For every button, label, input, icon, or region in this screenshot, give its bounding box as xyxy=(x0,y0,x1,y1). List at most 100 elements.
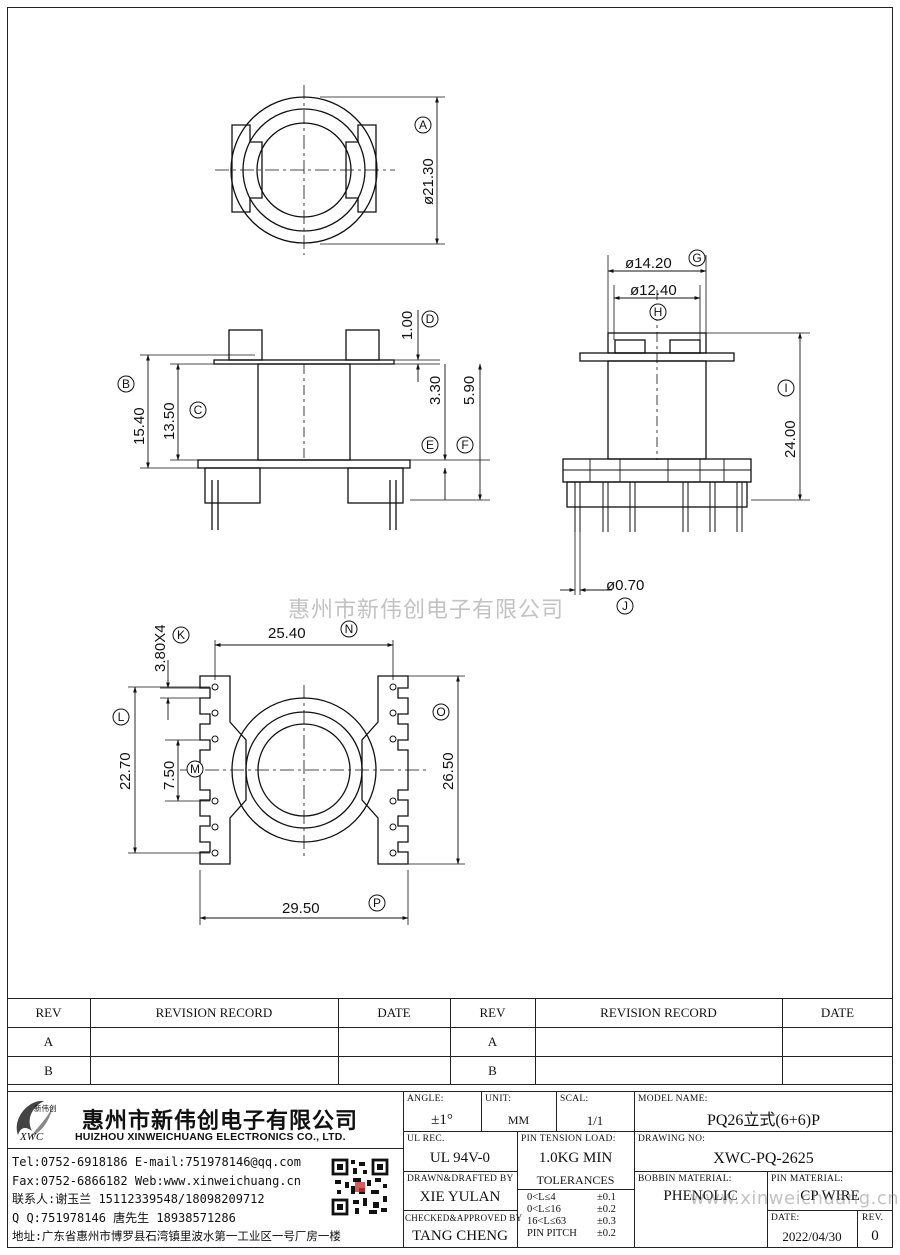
contact-fax: Fax:0752-6866182 Web:www.xinweichuang.cn xyxy=(12,1174,301,1188)
top-view xyxy=(215,85,445,255)
rev-row-b-right: B xyxy=(488,1063,497,1078)
unit-label: UNIT: xyxy=(485,1094,512,1104)
svg-text:C: C xyxy=(194,403,203,417)
watermark-company: 惠州市新伟创电子有限公司 xyxy=(288,598,565,623)
contact-person: 联系人:谢玉兰 15112339548/18098209712 xyxy=(12,1192,265,1206)
angle-label: ANGLE: xyxy=(407,1094,444,1104)
unit-value: MM xyxy=(507,1113,530,1127)
model-name-value: PQ26立式(6+6)P xyxy=(706,1112,821,1129)
pin-material-label: PIN MATERIAL: xyxy=(771,1174,844,1184)
svg-text:N: N xyxy=(345,622,354,636)
pin-material-value: CP WIRE xyxy=(800,1188,860,1204)
contact-address: 地址:广东省惠州市博罗县石湾镇里波水第一工业区一号厂房一楼 xyxy=(12,1229,341,1243)
dim-d-label: 1.00 xyxy=(399,311,416,340)
tol-range-2: 0<L≤16 xyxy=(527,1204,561,1215)
balloon-p: P xyxy=(368,894,386,912)
drawn-by-label: DRAWN&DRAFTED BY xyxy=(407,1174,514,1184)
drawing-no-label: DRAWING NO: xyxy=(638,1134,706,1144)
contact-tel: Tel:0752-6918186 E-mail:751978146@qq.com xyxy=(12,1155,301,1169)
svg-text:I: I xyxy=(784,381,787,395)
bottom-view xyxy=(128,640,465,925)
dim-h-label: ø12.40 xyxy=(630,282,677,299)
tol-value-2: ±0.2 xyxy=(597,1204,616,1215)
svg-text:K: K xyxy=(177,628,185,642)
svg-text:F: F xyxy=(461,438,468,452)
svg-text:B: B xyxy=(122,377,130,391)
tolerances-label: TOLERANCES xyxy=(536,1173,615,1187)
bobbin-material-label: BOBBIN MATERIAL: xyxy=(638,1174,732,1184)
revision-record-header-left: REVISION RECORD xyxy=(155,1005,273,1020)
dim-b-label: 15.40 xyxy=(131,407,148,445)
balloon-k: K xyxy=(172,626,190,644)
balloon-m: M xyxy=(186,760,204,778)
balloon-b: B xyxy=(117,375,135,393)
svg-text:M: M xyxy=(190,762,200,776)
dim-j-label: ø0.70 xyxy=(606,577,644,594)
company-name-cn: 惠州市新伟创电子有限公司 xyxy=(82,1109,359,1134)
angle-value: ±1° xyxy=(431,1112,453,1128)
balloon-l: L xyxy=(112,708,130,726)
model-name-label: MODEL NAME: xyxy=(638,1094,708,1104)
tol-range-3: 16<L≤63 xyxy=(527,1216,567,1227)
logo-text: 新伟创 xyxy=(34,1104,57,1113)
rev-row-a-right: A xyxy=(487,1034,498,1049)
scale-label: SCAL: xyxy=(560,1094,589,1104)
svg-text:O: O xyxy=(436,705,445,719)
balloon-g: G xyxy=(688,249,706,267)
svg-text:D: D xyxy=(426,312,435,326)
logo-sub: XWC xyxy=(20,1131,44,1143)
rev-row-b-left: B xyxy=(44,1063,53,1078)
dim-g-label: ø14.20 xyxy=(625,255,672,272)
svg-text:P: P xyxy=(373,896,381,910)
dim-p-label: 29.50 xyxy=(282,900,320,917)
pin-tension-value: 1.0KG MIN xyxy=(538,1150,613,1166)
dim-i-label: 24.00 xyxy=(782,420,799,458)
company-logo xyxy=(16,1100,54,1137)
company-name-en: HUIZHOU XINWEICHUANG ELECTRONICS CO., LT… xyxy=(75,1131,346,1143)
svg-text:L: L xyxy=(118,710,125,724)
drawing-frame xyxy=(7,7,893,1248)
balloon-n: N xyxy=(340,620,358,638)
date-header-left: DATE xyxy=(377,1005,411,1020)
svg-text:J: J xyxy=(622,599,628,613)
qr-code xyxy=(331,1158,389,1216)
balloon-j: J xyxy=(616,597,634,615)
tol-value-3: ±0.3 xyxy=(597,1216,616,1227)
dim-m-label: 7.50 xyxy=(161,761,178,790)
dim-o-label: 26.50 xyxy=(440,752,457,790)
balloon-i: I xyxy=(777,379,795,397)
drawn-by-value: XIE YULAN xyxy=(419,1189,501,1205)
rev-label: REV. xyxy=(862,1213,884,1223)
watermark-web: www.xinweichuang.cn xyxy=(690,1188,900,1209)
scale-value: 1/1 xyxy=(586,1113,604,1128)
date-label: DATE: xyxy=(771,1213,800,1223)
rev-header-left: REV xyxy=(35,1005,62,1020)
balloon-c: C xyxy=(189,401,207,419)
svg-text:E: E xyxy=(426,438,434,452)
tol-value-1: ±0.1 xyxy=(597,1192,616,1203)
svg-text:A: A xyxy=(419,118,427,132)
tol-range-4: PIN PITCH xyxy=(527,1228,577,1239)
revision-record-header-right: REVISION RECORD xyxy=(600,1005,717,1020)
contact-qq: Q Q:751978146 唐先生 18938571286 xyxy=(12,1211,236,1225)
dim-n-label: 25.40 xyxy=(268,625,306,642)
balloon-o: O xyxy=(432,703,450,721)
svg-text:G: G xyxy=(692,251,701,265)
balloon-a: A xyxy=(414,116,432,134)
dim-c-label: 13.50 xyxy=(161,402,178,440)
ul-rec-label: UL REC. xyxy=(407,1134,445,1144)
dim-e-label: 3.30 xyxy=(427,376,444,405)
tol-value-4: ±0.2 xyxy=(597,1228,616,1239)
front-view xyxy=(140,310,490,530)
bobbin-material-value: PHENOLIC xyxy=(663,1188,738,1204)
ul-rec-value: UL 94V-0 xyxy=(429,1150,491,1166)
rev-row-a-left: A xyxy=(43,1034,54,1049)
balloon-f: F xyxy=(456,436,474,454)
rev-value: 0 xyxy=(871,1228,879,1244)
svg-text:H: H xyxy=(654,305,663,319)
side-view xyxy=(560,255,810,595)
rev-header-right: REV xyxy=(479,1005,506,1020)
dim-l-label: 22.70 xyxy=(117,752,134,790)
technical-drawing: ø21.30 15.40 13.50 1.00 3.30 5.90 ø14.20… xyxy=(112,85,810,925)
